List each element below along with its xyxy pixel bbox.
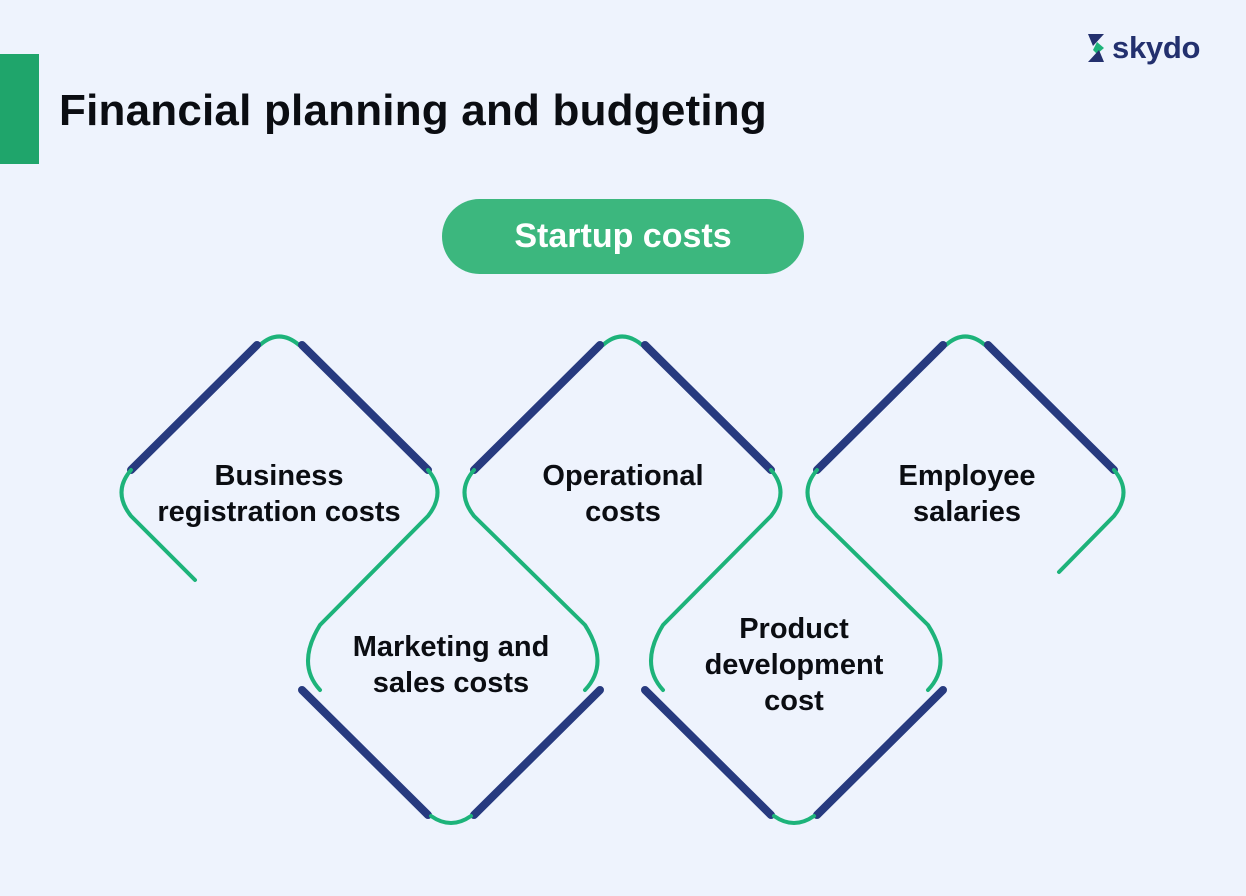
diamond-operational [462,334,783,692]
logo: skydo [1084,30,1200,66]
product-development-cost-label: Product development cost [704,613,884,717]
startup-costs-label: Startup costs [514,217,732,255]
startup-costs-pill: Startup costs [442,199,804,274]
marketing-and-sales-costs-label: Marketing and sales costs [352,631,550,699]
skydo-logo-icon [1088,34,1104,62]
page-title: Financial planning and budgeting [59,86,767,135]
diamond-business-registration [119,334,440,692]
logo-text: skydo [1112,30,1201,65]
diamond-marketing-sales [298,686,604,825]
diamond-product-development [641,686,947,825]
diamond-employee-salaries [805,334,1126,692]
business-registration-costs-label: Business registration costs [157,460,401,528]
employee-salaries-label: Employee salaries [898,460,1036,528]
title-accent-bar [0,54,39,164]
operational-costs-label: Operational costs [542,460,704,528]
